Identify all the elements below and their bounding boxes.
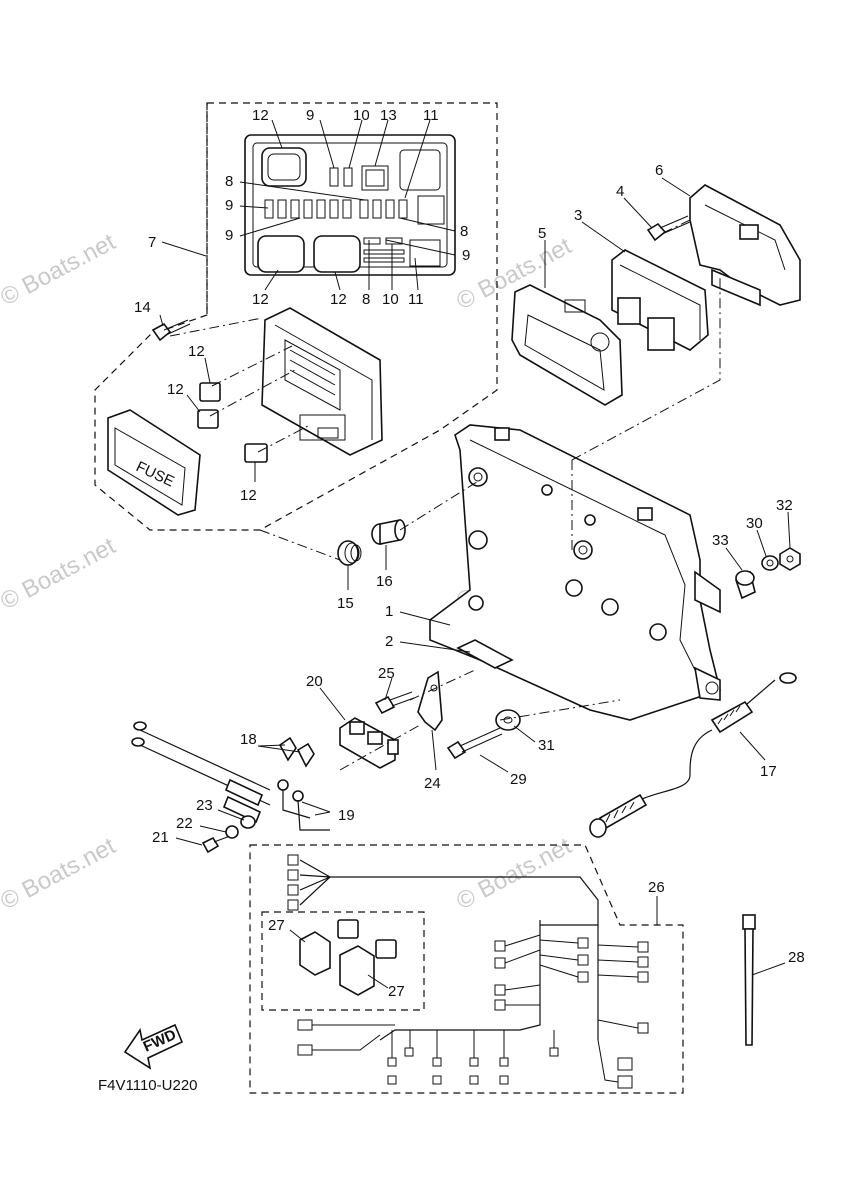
callout-28: 28	[788, 949, 805, 966]
watermark-5: © Boats.net	[0, 832, 120, 915]
watermark-3: © Boats.net	[0, 532, 120, 615]
callout-12: 12	[252, 107, 269, 124]
callout-20: 20	[306, 673, 323, 690]
callout-9: 9	[225, 227, 233, 244]
callout-11: 11	[423, 107, 439, 124]
fuse-box-body	[261, 307, 383, 456]
callout-15: 15	[337, 595, 354, 612]
callout-14: 14	[134, 299, 151, 316]
callout-19: 19	[338, 807, 355, 824]
washer-23	[240, 815, 256, 829]
callout-30: 30	[746, 515, 763, 532]
callout-2: 2	[385, 633, 393, 650]
wire-harness-26	[287, 854, 649, 1089]
plate-2	[456, 639, 514, 669]
starter-relay-20	[339, 717, 399, 769]
callout-4: 4	[616, 183, 624, 200]
drawing-code: F4V1110-U220	[98, 1077, 198, 1094]
callout-32: 32	[776, 497, 793, 514]
callout-3: 3	[574, 207, 582, 224]
callout-29: 29	[510, 771, 527, 788]
callout-23: 23	[196, 797, 213, 814]
callout-8: 8	[362, 291, 370, 308]
screw-14	[151, 319, 191, 342]
spacer-33	[735, 570, 756, 600]
callout-12: 12	[252, 291, 269, 308]
battery-cable-17	[589, 672, 797, 838]
callout-leaders	[159, 119, 791, 989]
callout-27: 27	[268, 917, 285, 934]
bolt-25	[374, 691, 415, 715]
lead-wires	[131, 721, 330, 831]
callout-33: 33	[712, 532, 729, 549]
callout-21: 21	[152, 829, 169, 846]
washer-31	[495, 709, 521, 731]
assembly-leaders	[169, 219, 721, 771]
callout-10: 10	[382, 291, 399, 308]
callout-labels: 12 9 10 13 11 8 9 9 8 9 7 12 12 8 10 11 …	[134, 107, 805, 1000]
callout-17: 17	[760, 763, 777, 780]
callout-9: 9	[306, 107, 314, 124]
callout-9: 9	[462, 247, 470, 264]
callout-8: 8	[225, 173, 233, 190]
callout-24: 24	[424, 775, 441, 792]
nut-32	[779, 547, 801, 571]
callout-10: 10	[353, 107, 370, 124]
bracket-6	[689, 184, 801, 307]
cable-tie-28	[742, 914, 756, 1046]
ecu-cover-5	[511, 284, 623, 406]
callout-5: 5	[538, 225, 546, 242]
watermark-1: © Boats.net	[0, 228, 120, 311]
collar-16	[371, 519, 406, 545]
washer-22	[225, 825, 239, 839]
callout-18: 18	[240, 731, 257, 748]
callout-7: 7	[148, 234, 156, 251]
relay-12-set	[197, 382, 268, 463]
washer-30	[761, 555, 779, 571]
relay-bracket-24	[417, 670, 443, 732]
harness-group-outline	[249, 844, 684, 1094]
callout-12: 12	[330, 291, 347, 308]
screw-21	[201, 835, 231, 854]
callout-22: 22	[176, 815, 193, 832]
callout-26: 26	[648, 879, 665, 896]
relay-27-set	[299, 919, 397, 996]
callout-12: 12	[167, 381, 184, 398]
callout-12: 12	[240, 487, 257, 504]
fuse-box-cover-top-view	[244, 134, 456, 276]
bolt-29	[446, 727, 503, 760]
callout-12: 12	[188, 343, 205, 360]
callout-16: 16	[376, 573, 393, 590]
fuse-cover: FUSE	[107, 409, 201, 516]
callout-9: 9	[225, 197, 233, 214]
bolt-4	[646, 215, 691, 242]
callout-6: 6	[655, 162, 663, 179]
callout-1: 1	[385, 603, 393, 620]
callout-27: 27	[388, 983, 405, 1000]
callout-25: 25	[378, 665, 395, 682]
grommet-15	[337, 540, 362, 566]
callout-13: 13	[380, 107, 397, 124]
callout-11: 11	[408, 291, 424, 308]
callout-8: 8	[460, 223, 468, 240]
fwd-arrow: FWD	[123, 1023, 184, 1070]
ecu-3	[611, 249, 709, 351]
electrical-box-bracket	[429, 424, 721, 721]
callout-31: 31	[538, 737, 555, 754]
